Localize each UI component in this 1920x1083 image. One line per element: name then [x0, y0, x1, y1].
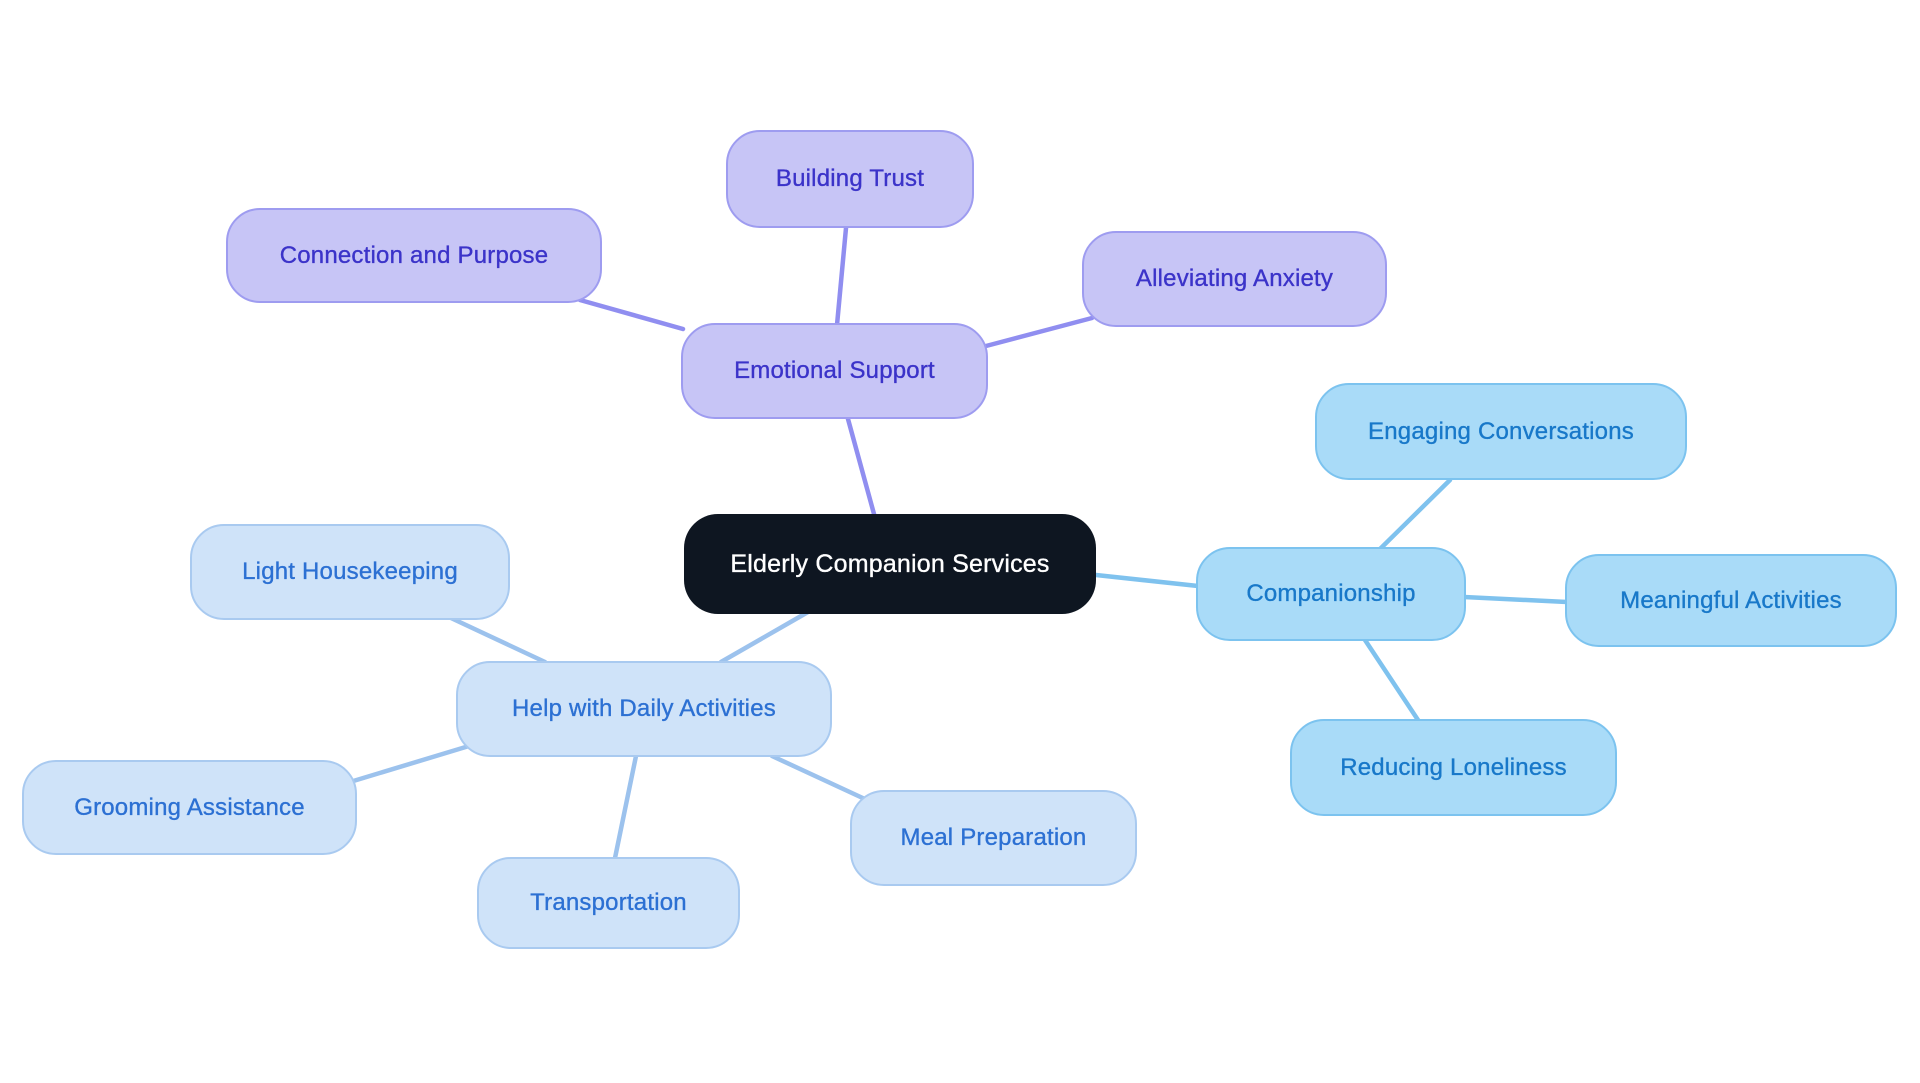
node-engaging-conversations-label: Engaging Conversations [1368, 417, 1634, 445]
link-companionship-meaningful-activities [1461, 594, 1570, 605]
link-companionship-reducing-loneliness [1362, 637, 1421, 723]
link-root-help-with-daily-activities [718, 609, 811, 665]
link-emotional-support-connection-and-purpose [577, 297, 686, 332]
node-meal-preparation-label: Meal Preparation [900, 824, 1087, 851]
node-help-with-daily-activities[interactable]: Help with Daily Activities [456, 661, 832, 757]
node-meaningful-activities-label: Meaningful Activities [1620, 586, 1842, 614]
node-companionship[interactable]: Companionship [1196, 547, 1466, 641]
node-building-trust-label: Building Trust [775, 165, 925, 192]
node-connection-and-purpose-label: Connection and Purpose [279, 241, 549, 269]
node-reducing-loneliness-label: Reducing Loneliness [1340, 753, 1567, 781]
node-help-with-daily-activities-label: Help with Daily Activities [512, 695, 776, 722]
node-root[interactable]: Elderly Companion Services [684, 514, 1096, 614]
link-help-light-housekeeping [448, 615, 548, 665]
node-companionship-label: Companionship [1246, 580, 1416, 607]
link-root-emotional-support [845, 416, 877, 517]
link-help-meal-preparation [769, 753, 870, 803]
node-transportation[interactable]: Transportation [477, 857, 740, 949]
link-companionship-engaging-conversations [1377, 477, 1453, 552]
node-meaningful-activities[interactable]: Meaningful Activities [1565, 554, 1897, 647]
node-reducing-loneliness[interactable]: Reducing Loneliness [1290, 719, 1617, 816]
node-grooming-assistance[interactable]: Grooming Assistance [22, 760, 357, 855]
node-engaging-conversations[interactable]: Engaging Conversations [1315, 383, 1687, 480]
node-building-trust[interactable]: Building Trust [726, 130, 974, 228]
link-root-companionship [1093, 572, 1201, 589]
node-transportation-label: Transportation [530, 889, 687, 916]
link-emotional-support-building-trust [834, 225, 849, 328]
node-light-housekeeping[interactable]: Light Housekeeping [190, 524, 510, 620]
link-help-grooming-assistance [347, 743, 472, 785]
node-connection-and-purpose[interactable]: Connection and Purpose [226, 208, 602, 303]
node-grooming-assistance-label: Grooming Assistance [74, 793, 305, 821]
node-emotional-support[interactable]: Emotional Support [681, 323, 988, 419]
link-help-transportation [612, 753, 639, 861]
node-light-housekeeping-label: Light Housekeeping [242, 558, 458, 585]
node-emotional-support-label: Emotional Support [734, 357, 935, 384]
link-emotional-support-alleviating-anxiety [983, 315, 1095, 349]
node-alleviating-anxiety[interactable]: Alleviating Anxiety [1082, 231, 1387, 327]
node-alleviating-anxiety-label: Alleviating Anxiety [1135, 265, 1334, 292]
node-root-label: Elderly Companion Services [730, 549, 1050, 578]
node-meal-preparation[interactable]: Meal Preparation [850, 790, 1137, 886]
